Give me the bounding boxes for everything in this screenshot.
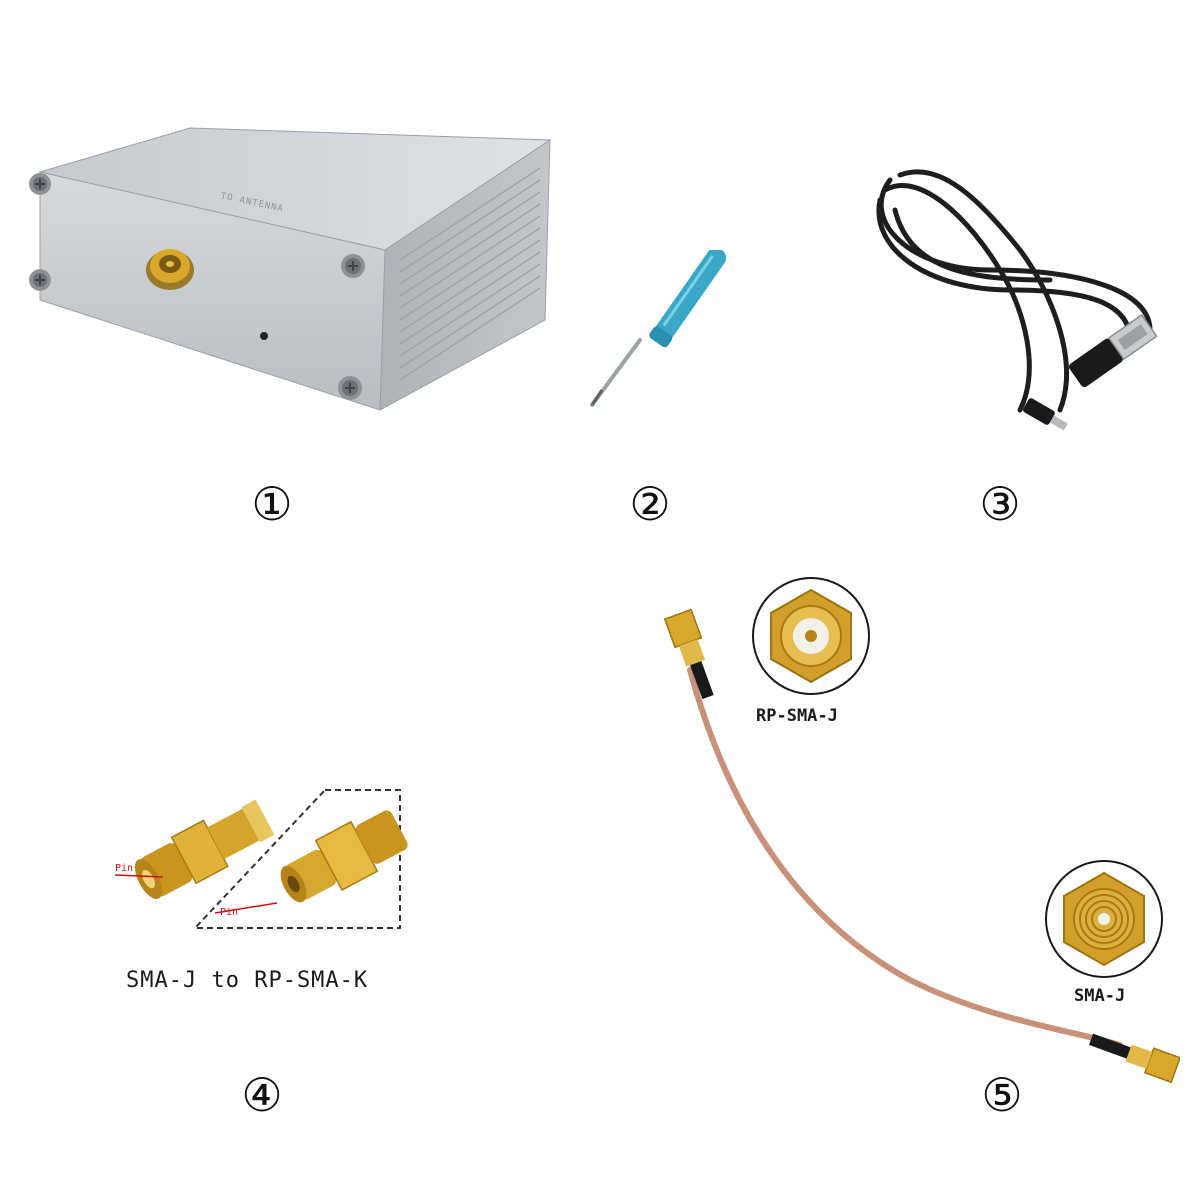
- pin-label: Pin: [220, 907, 239, 918]
- item-4-caption: SMA-J to RP-SMA-K: [126, 968, 369, 993]
- sma-j-closeup: [1043, 858, 1165, 980]
- rp-sma-j-icon: [752, 577, 870, 695]
- item-1-device: TO ANTENNA: [20, 120, 560, 430]
- pin-label: Pin: [115, 863, 134, 874]
- sma-j-icon: [1045, 860, 1163, 978]
- item-5-pigtail-cable: [650, 580, 1182, 1090]
- barrel-plug-icon: [1023, 398, 1068, 431]
- screw-icon: [338, 376, 362, 400]
- item-4-adapters: Pin Pin: [105, 780, 415, 930]
- aluminium-enclosure: [29, 127, 552, 411]
- rp-sma-j-closeup: [750, 575, 872, 697]
- item-3-number: ③: [979, 477, 1021, 531]
- sma-adapter-icon: [114, 789, 408, 929]
- led-hole: [260, 332, 268, 340]
- item-2-number: ②: [629, 477, 671, 531]
- item-1-number: ①: [251, 477, 293, 531]
- sma-j-label: SMA-J: [1074, 986, 1126, 1006]
- usb-cable-icon: [876, 169, 1158, 431]
- screwdriver-icon: [590, 247, 727, 407]
- heatsink-fins: [399, 167, 541, 381]
- rp-sma-j-label: RP-SMA-J: [756, 706, 838, 726]
- sma-port-icon: [146, 249, 194, 290]
- usb-a-plug-icon: [1068, 313, 1158, 388]
- screw-icon: [29, 269, 51, 291]
- screw-icon: [29, 173, 51, 195]
- item-5-number: ⑤: [981, 1068, 1023, 1122]
- item-2-screwdriver: [580, 247, 750, 420]
- item-3-usb-cable: [850, 160, 1180, 450]
- item-4-number: ④: [241, 1068, 283, 1122]
- pigtail-cable-icon: [663, 608, 1182, 1084]
- screw-icon: [341, 254, 365, 278]
